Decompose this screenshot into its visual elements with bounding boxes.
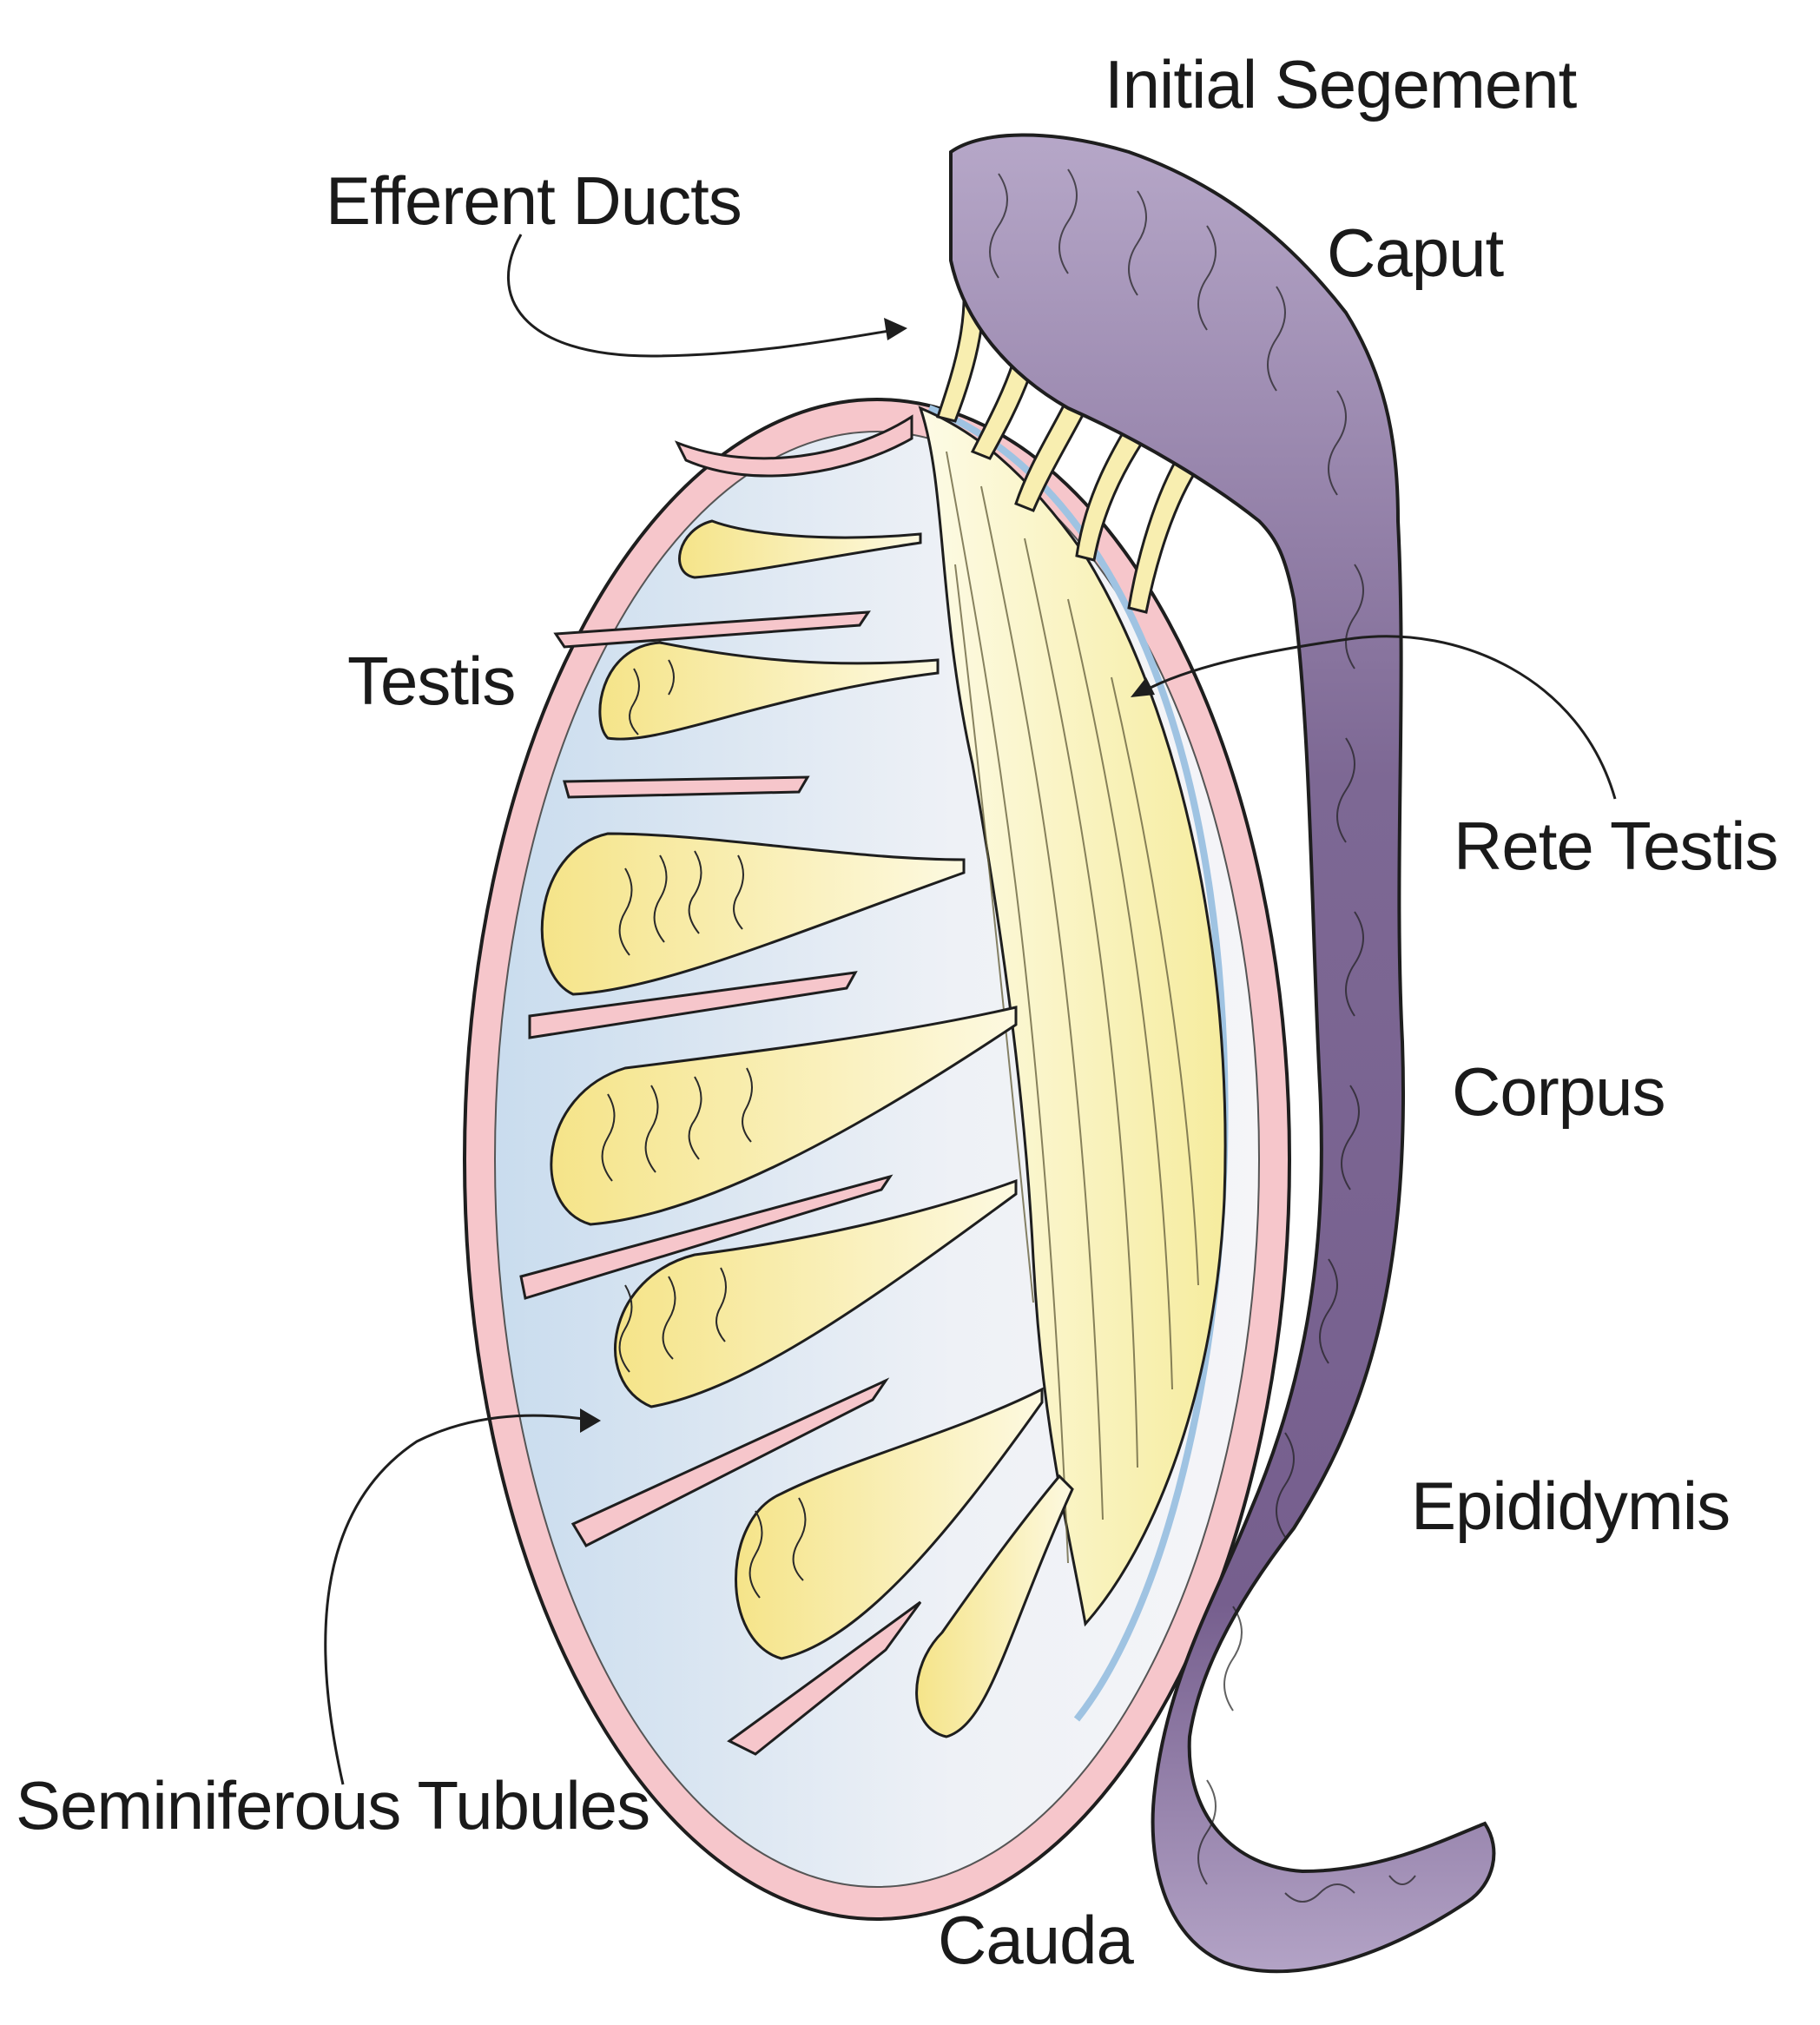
label-efferent-ducts: Efferent Ducts [326, 162, 742, 239]
tubule-squiggles [601, 659, 807, 1599]
tubule-lobe [550, 1006, 1018, 1226]
epididymis-body [949, 133, 1496, 1974]
leader-lines [324, 234, 1617, 1785]
septa [519, 414, 922, 1756]
tubule-lobe [614, 1178, 1018, 1408]
label-rete-testis: Rete Testis [1454, 808, 1778, 884]
label-corpus: Corpus [1452, 1053, 1665, 1130]
label-cauda: Cauda [938, 1902, 1134, 1978]
tubule-lobe [735, 1387, 1044, 1660]
label-seminiferous-tubules: Seminiferous Tubules [16, 1767, 650, 1844]
label-epididymis: Epididymis [1411, 1468, 1731, 1544]
tubule-lobe [598, 641, 940, 741]
rete-testis [918, 406, 1227, 1627]
tubule-lobe [678, 519, 922, 579]
label-caput: Caput [1327, 214, 1504, 291]
seminiferous-tubules-group [540, 519, 1074, 1738]
tubule-lobe [540, 832, 966, 996]
label-testis: Testis [347, 643, 516, 719]
tubule-lobe [915, 1474, 1074, 1738]
arrowheads [580, 318, 1155, 1433]
rete-strands [946, 451, 1199, 1564]
label-initial-segment: Initial Segement [1105, 46, 1577, 122]
epididymis-coils [989, 168, 1416, 1903]
